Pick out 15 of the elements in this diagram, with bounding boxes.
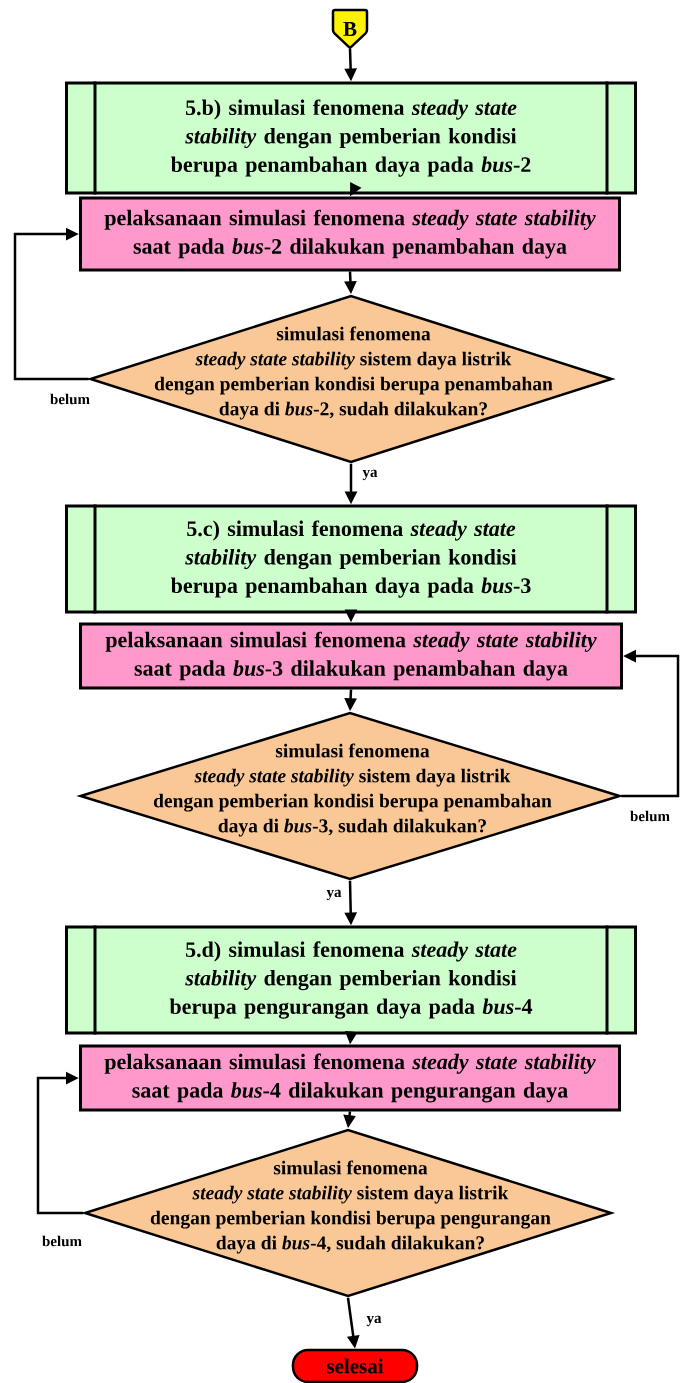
edge-label: ya [365, 1314, 383, 1328]
predefined-process-box: 5.d) simulasi fenomena steady state stability dengan pemberian kondisi berupa pengurangan daya pada bus-4 [65, 925, 637, 1035]
edge-label: belum [41, 1234, 83, 1248]
arrow [13, 227, 89, 381]
predefined-process-box: 5.b) simulasi fenomena steady state stability dengan pemberian kondisi berupa penambahan daya pada bus-2 [65, 81, 637, 195]
terminal-oval: selesai [291, 1348, 419, 1383]
predefined-process-box: 5.c) simulasi fenomena steady state stability dengan pemberian kondisi berupa penambahan daya pada bus-3 [65, 504, 637, 614]
arrow [36, 1071, 84, 1215]
process-box: pelaksanaan simulasi fenomena steady state stability saat pada bus-4 dilakukan pengurangan daya [79, 1044, 621, 1112]
edge-label: belum [629, 809, 671, 823]
connector-pentagon: B [331, 8, 369, 49]
edge-label: ya [361, 468, 379, 482]
process-box: pelaksanaan simulasi fenomena steady state stability saat pada bus-2 dilakukan penambahan daya [79, 196, 621, 272]
process-box: pelaksanaan simulasi fenomena steady state stability saat pada bus-3 dilakukan penambahan daya [79, 622, 623, 690]
edge-label: ya [325, 888, 343, 902]
